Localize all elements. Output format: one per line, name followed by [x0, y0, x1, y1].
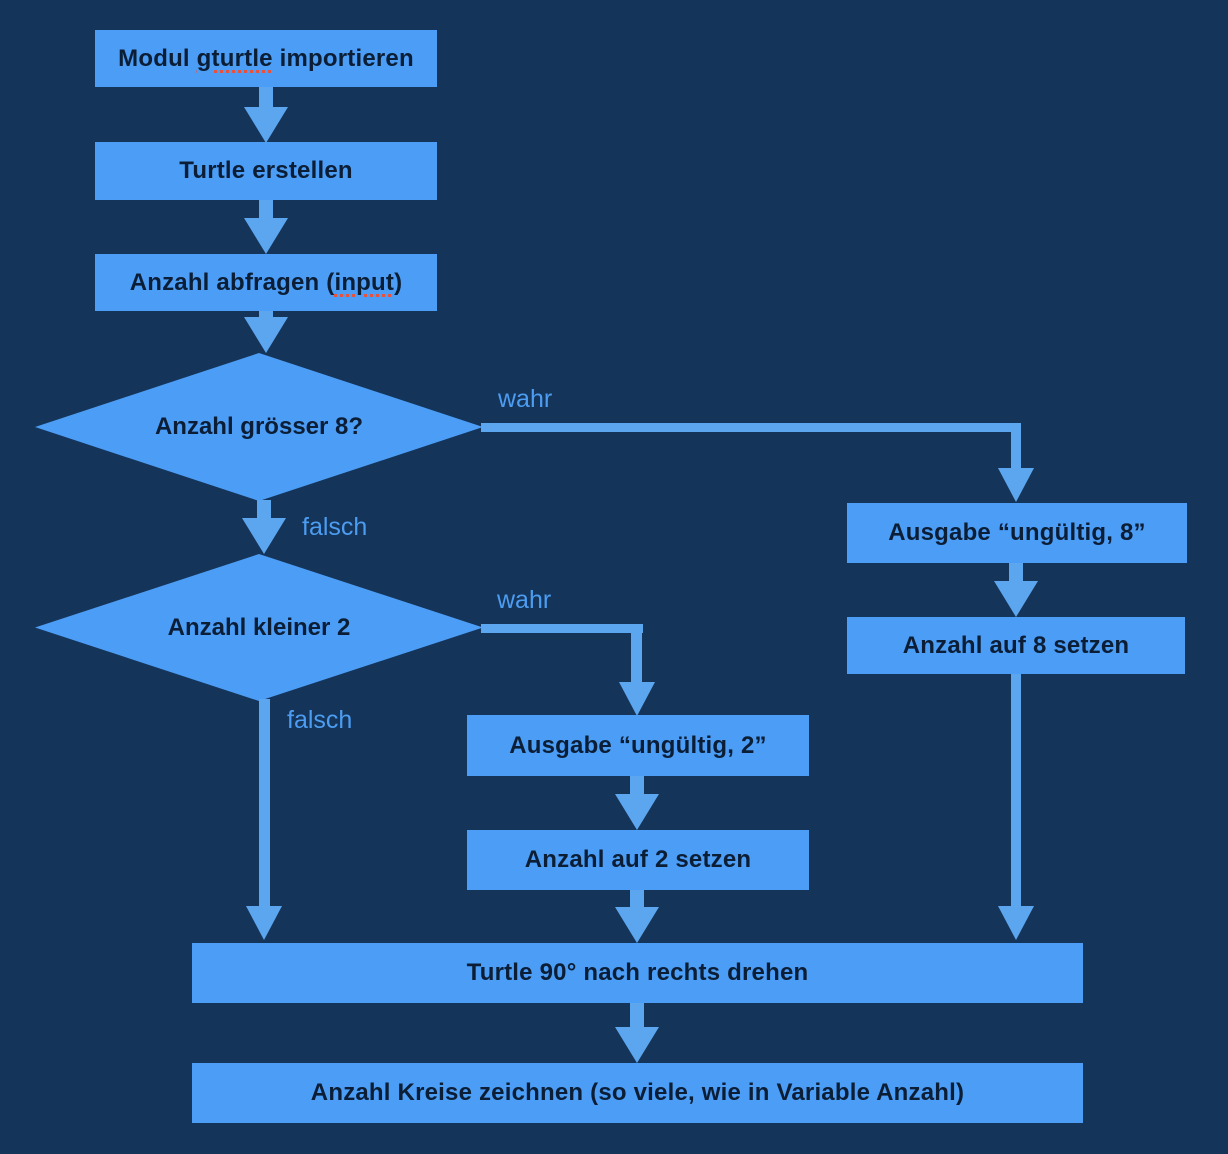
- node-create-turtle: Turtle erstellen: [95, 142, 437, 200]
- node-draw-circles-label: Anzahl Kreise zeichnen (so viele, wie in…: [310, 1079, 965, 1106]
- node-import-module-label: Modul gturtle importieren: [118, 44, 414, 72]
- node-turn-right-90: Turtle 90° nach rechts drehen: [192, 943, 1083, 1003]
- node-create-turtle-label: Turtle erstellen: [179, 157, 353, 184]
- edge-label-greater-true: wahr: [498, 385, 553, 413]
- node-ask-count-label: Anzahl abfragen (input): [129, 268, 403, 296]
- node-set-count-8-label: Anzahl auf 8 setzen: [902, 631, 1130, 659]
- misspelled-word-gturtle: gturtle: [196, 44, 273, 72]
- node-check-less-2-label: Anzahl kleiner 2: [167, 613, 351, 641]
- node-set-count-2: Anzahl auf 2 setzen: [467, 830, 809, 890]
- node-output-invalid-2: Ausgabe “ungültig, 2”: [467, 715, 809, 776]
- node-output-invalid-8: Ausgabe “ungültig, 8”: [847, 503, 1187, 563]
- node-draw-circles: Anzahl Kreise zeichnen (so viele, wie in…: [192, 1063, 1083, 1123]
- edge-label-greater-false: falsch: [302, 513, 368, 541]
- node-set-count-2-label: Anzahl auf 2 setzen: [524, 846, 752, 873]
- edge-label-less-true: wahr: [497, 586, 552, 614]
- node-output-invalid-8-label: Ausgabe “ungültig, 8”: [888, 519, 1146, 546]
- edge-label-less-false: falsch: [287, 706, 353, 734]
- node-output-invalid-2-label: Ausgabe “ungültig, 2”: [509, 731, 767, 759]
- node-import-module: Modul gturtle importieren: [95, 30, 437, 87]
- misspelled-word-input: input: [334, 268, 395, 296]
- node-set-count-8: Anzahl auf 8 setzen: [847, 617, 1185, 674]
- node-check-greater-8-label: Anzahl grösser 8?: [154, 413, 364, 440]
- node-check-greater-8: Anzahl grösser 8?: [35, 353, 483, 501]
- node-check-less-2: Anzahl kleiner 2: [35, 554, 483, 701]
- node-ask-count: Anzahl abfragen (input): [95, 254, 437, 311]
- node-turn-right-90-label: Turtle 90° nach rechts drehen: [466, 959, 809, 986]
